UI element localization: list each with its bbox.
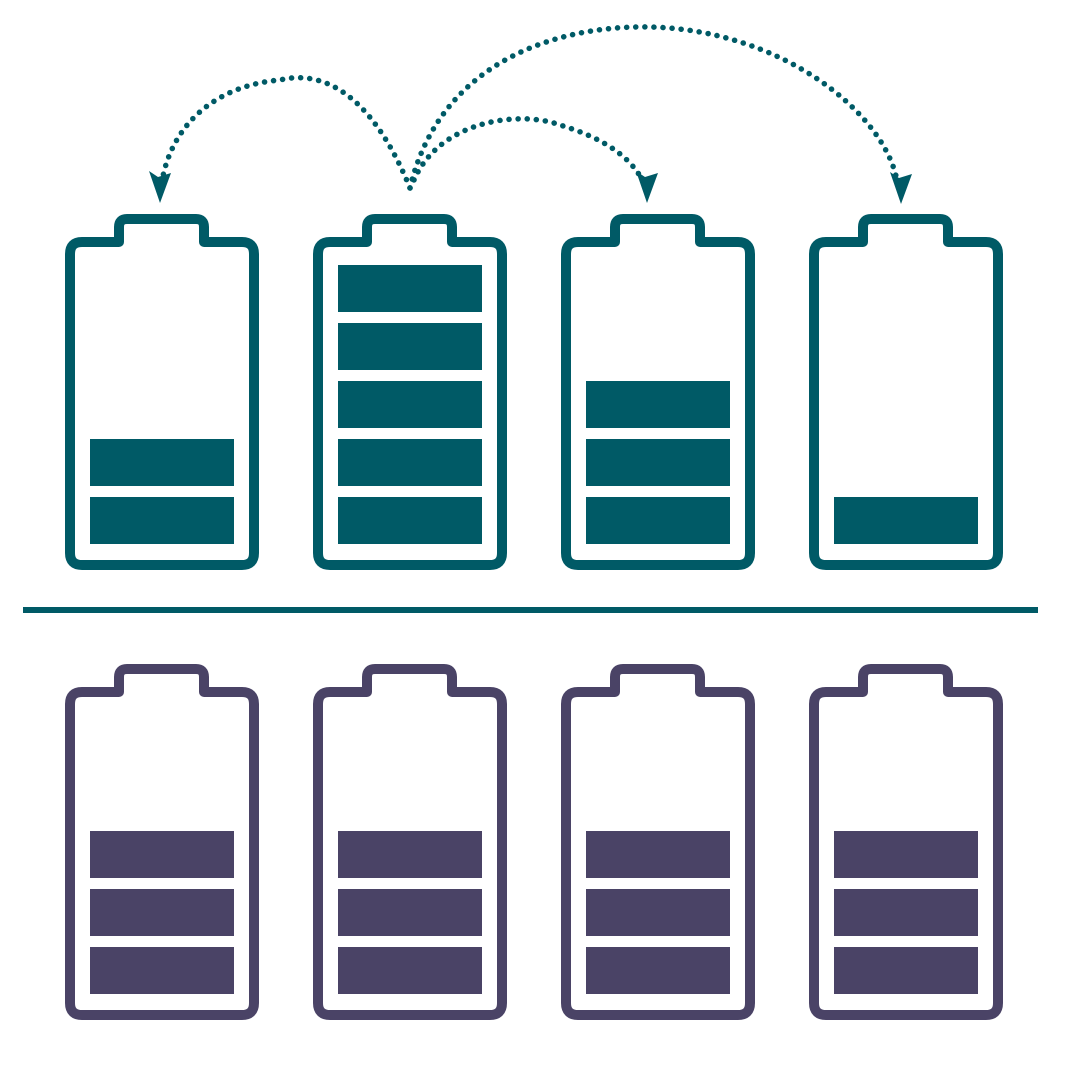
battery-outline [65, 664, 259, 1020]
charge-bar [90, 889, 234, 936]
dotted-arrow-path [160, 74, 413, 191]
charge-bar [338, 947, 482, 994]
battery [809, 214, 1003, 570]
charge-bar [834, 947, 978, 994]
battery-outline [561, 664, 755, 1020]
dotted-arrow-path [411, 116, 643, 183]
charge-bar [338, 831, 482, 878]
battery [313, 664, 507, 1020]
charge-bar [90, 497, 234, 544]
battery-outline [313, 214, 507, 570]
charge-bar [834, 831, 978, 878]
battery-outline [809, 214, 1003, 570]
charge-bar [90, 831, 234, 878]
transfer-arrows [149, 24, 912, 204]
battery-outline [809, 664, 1003, 1020]
arrowhead-icon [636, 171, 658, 203]
battery-outline [65, 214, 259, 570]
battery [809, 664, 1003, 1020]
charge-bar [834, 497, 978, 544]
charge-bar [338, 265, 482, 312]
charge-bar [586, 439, 730, 486]
charge-bar [586, 889, 730, 936]
charge-bar [586, 381, 730, 428]
battery-outline [561, 214, 755, 570]
charge-bar [338, 889, 482, 936]
arrowhead-icon [890, 172, 912, 204]
battery [561, 664, 755, 1020]
battery [561, 214, 755, 570]
charge-bar [90, 439, 234, 486]
dotted-arrow-path [407, 24, 899, 191]
charge-bar [90, 947, 234, 994]
charge-bar [338, 439, 482, 486]
bottom-battery-row [65, 664, 1003, 1020]
battery [313, 214, 507, 570]
charge-bar [834, 889, 978, 936]
battery [65, 664, 259, 1020]
battery-outline [313, 664, 507, 1020]
charge-bar [586, 947, 730, 994]
charge-bar [338, 381, 482, 428]
arrowhead-icon [149, 171, 171, 203]
charge-bar [586, 497, 730, 544]
charge-bar [338, 497, 482, 544]
charge-bar [586, 831, 730, 878]
top-battery-row [65, 214, 1003, 570]
charge-bar [338, 323, 482, 370]
battery [65, 214, 259, 570]
